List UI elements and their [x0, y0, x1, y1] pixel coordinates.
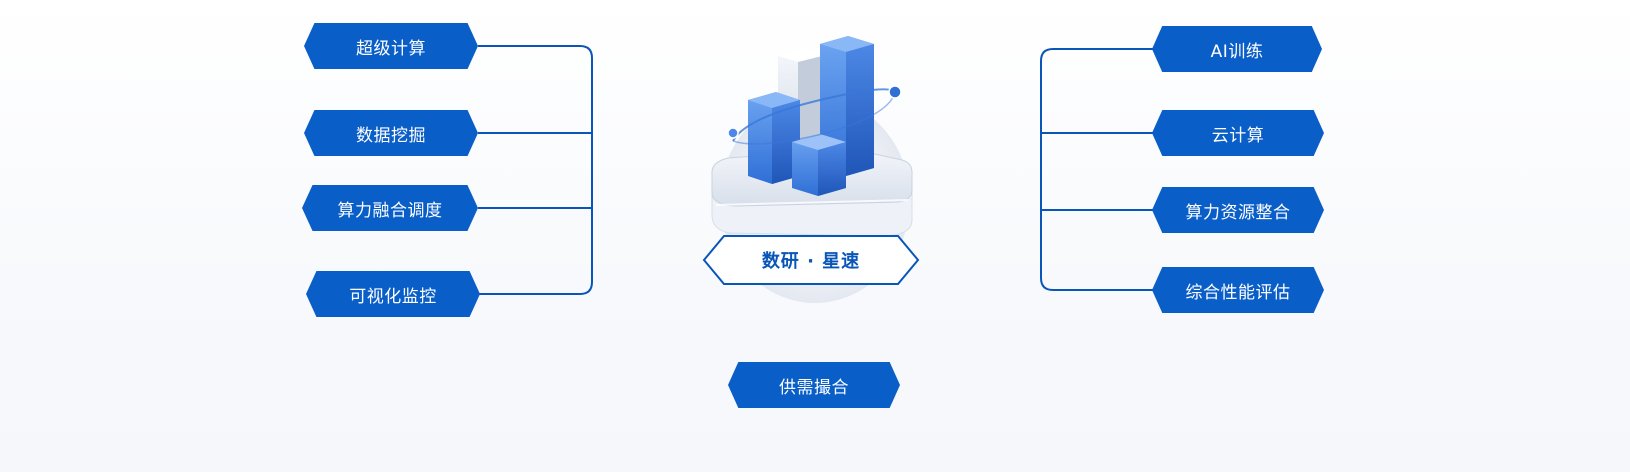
center-title: 数研 · 星速	[761, 251, 861, 272]
node-performance-evaluation[interactable]: 综合性能评估	[1152, 267, 1324, 313]
node-label: 数据挖掘	[356, 125, 426, 146]
node-compute-scheduling[interactable]: 算力融合调度	[302, 185, 478, 231]
node-cloud-computing[interactable]: 云计算	[1152, 110, 1324, 156]
center-title-frame	[702, 235, 920, 285]
node-label: 算力融合调度	[337, 200, 443, 221]
right-connectors	[1040, 48, 1155, 291]
node-label: 综合性能评估	[1185, 282, 1291, 303]
node-label: 云计算	[1211, 125, 1265, 146]
orbit-ring-icon	[727, 85, 902, 145]
node-ai-training[interactable]: AI训练	[1152, 26, 1322, 72]
bar-chart-3d-icon	[711, 36, 913, 237]
node-data-mining[interactable]: 数据挖掘	[304, 110, 478, 156]
node-resource-integration[interactable]: 算力资源整合	[1152, 187, 1324, 233]
node-supply-demand-matching[interactable]: 供需撮合	[728, 362, 900, 408]
node-supercomputing[interactable]: 超级计算	[304, 23, 478, 69]
node-label: 算力资源整合	[1185, 202, 1291, 223]
node-label: 超级计算	[356, 38, 426, 59]
node-visual-monitoring[interactable]: 可视化监控	[306, 271, 480, 317]
node-label: AI训练	[1210, 41, 1264, 62]
node-label: 供需撮合	[779, 377, 849, 398]
left-connectors	[478, 45, 593, 295]
node-label: 可视化监控	[349, 286, 437, 307]
